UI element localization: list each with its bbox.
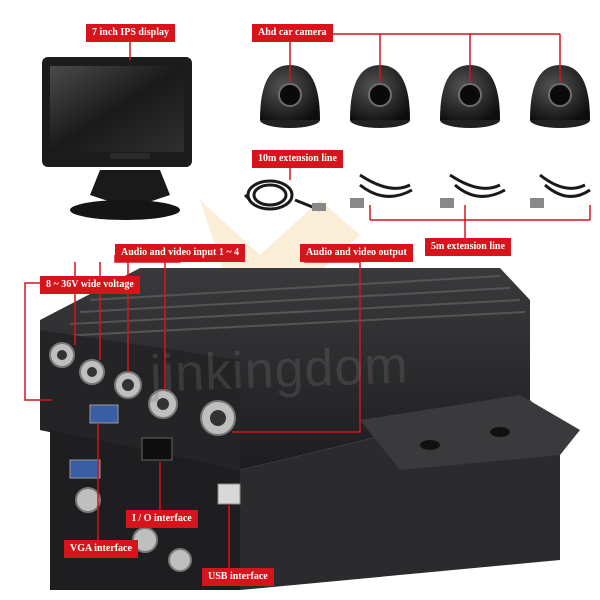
label-5m-extension: 5m extension line (425, 238, 511, 256)
camera-images (260, 65, 590, 128)
label-camera: Ahd car camera (252, 24, 333, 42)
monitor-image (42, 57, 192, 220)
label-av-input: Audio and video input 1 ~ 4 (115, 244, 246, 262)
label-voltage: 8 ~ 36V wide voltage (40, 276, 140, 294)
label-io: I / O interface (126, 510, 198, 528)
label-10m-extension: 10m extension line (252, 150, 343, 168)
dvr-box-image (40, 268, 580, 590)
label-display: 7 inch IPS display (86, 24, 175, 42)
label-vga: VGA interface (64, 540, 138, 558)
label-av-output: Audio and video output (300, 244, 413, 262)
label-usb: USB interface (202, 568, 274, 586)
background-logo (200, 200, 360, 290)
watermark: jinkingdom (149, 336, 410, 404)
cable-images (243, 173, 591, 212)
